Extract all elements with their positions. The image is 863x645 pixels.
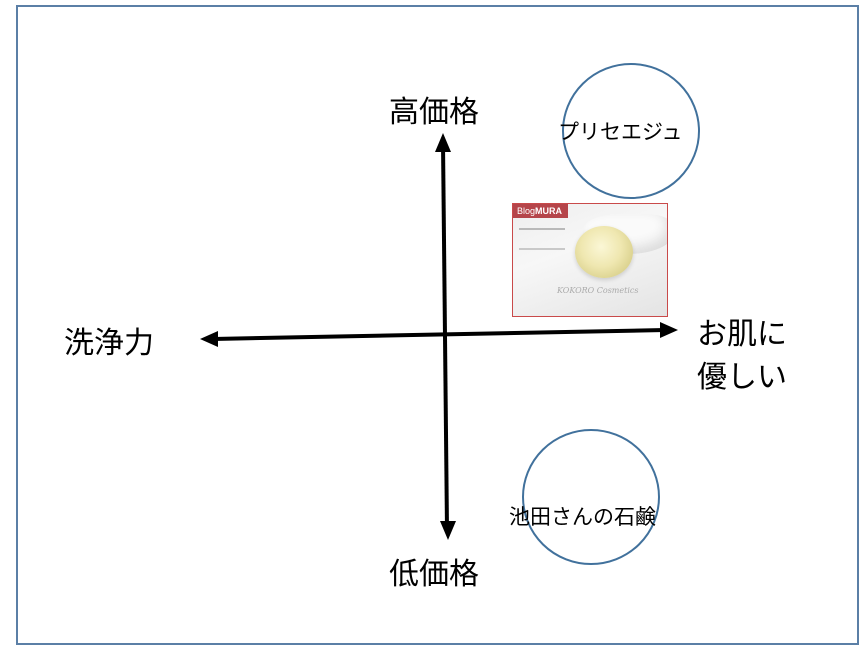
soap-photo: BlogMURA KOKORO Cosmetics: [512, 203, 668, 317]
horizontal-axis: [212, 328, 666, 341]
soap-rack: [519, 228, 565, 250]
vertical-axis: [441, 142, 449, 531]
positioning-map: [200, 63, 700, 565]
axis-label-right-line1: お肌に: [697, 317, 787, 352]
blog-badge: BlogMURA: [513, 204, 569, 218]
circle-label-top: プリセエジュ: [558, 120, 683, 144]
photo-watermark: KOKORO Cosmetics: [557, 286, 639, 295]
arrow-up-icon: [435, 133, 451, 152]
axis-label-left: 洗浄力: [64, 326, 154, 361]
arrow-right-icon: [660, 322, 678, 338]
product-circle-bottom: [522, 429, 660, 565]
arrow-down-icon: [440, 521, 456, 540]
soap-bar: [575, 226, 633, 278]
axis-label-bottom: 低価格: [389, 557, 479, 592]
circle-label-bottom: 池田さんの石鹸: [509, 505, 656, 529]
axis-label-top: 高価格: [389, 95, 479, 130]
product-circle-top: [562, 63, 700, 199]
axis-label-right-line2: 優しい: [697, 360, 787, 395]
arrow-left-icon: [200, 331, 218, 347]
